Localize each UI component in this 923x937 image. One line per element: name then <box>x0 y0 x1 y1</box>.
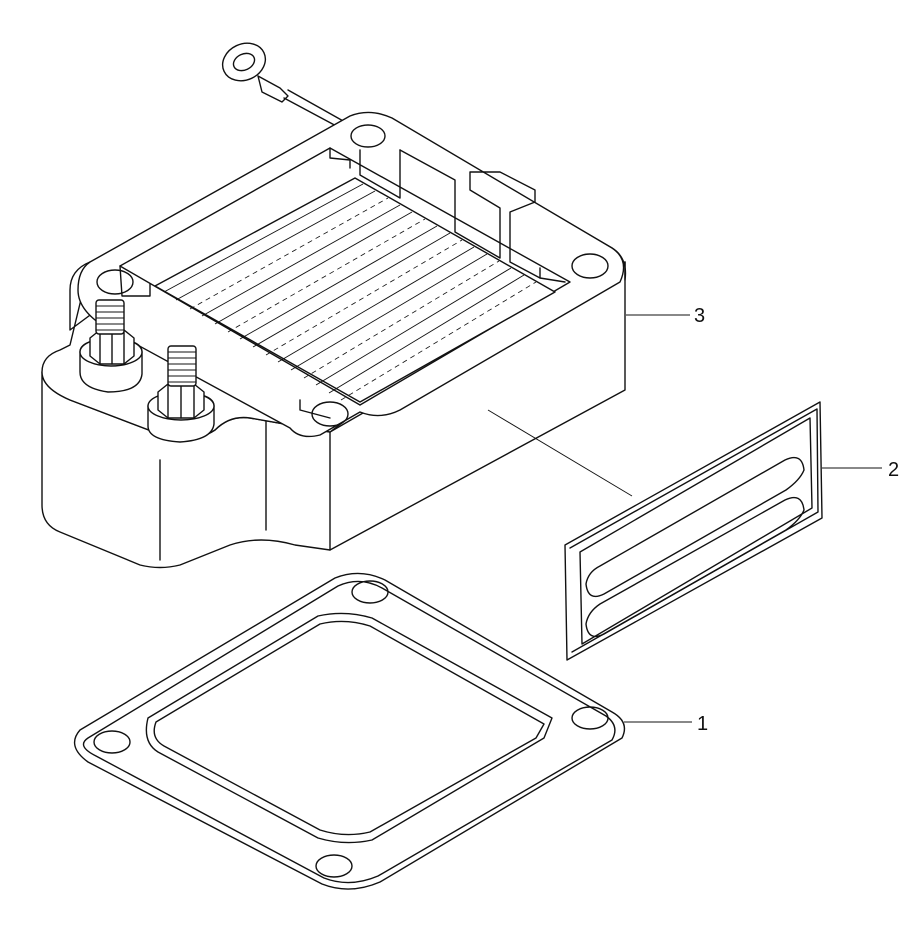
gasket-hole <box>571 706 609 730</box>
callout-1: 1 <box>624 713 708 735</box>
terminal-stud <box>147 345 215 443</box>
element-gasket <box>564 401 823 661</box>
heater-housing <box>41 42 627 569</box>
gasket <box>73 572 626 890</box>
gasket-hole <box>93 730 131 754</box>
gasket-hole <box>351 580 389 604</box>
callout-2: 2 <box>487 409 899 497</box>
terminal-stud <box>79 299 143 393</box>
heating-element <box>154 177 556 403</box>
callout-label: 2 <box>888 459 899 481</box>
callout-label: 3 <box>694 305 705 327</box>
mount-hole <box>96 269 134 295</box>
gasket-hole <box>315 854 353 878</box>
mount-hole <box>311 401 349 427</box>
element-ribs <box>163 183 537 401</box>
mount-hole <box>350 124 386 148</box>
mount-hole <box>571 253 609 279</box>
callout-3: 3 <box>626 305 705 327</box>
ground-wire <box>221 42 346 129</box>
callout-label: 1 <box>697 713 708 735</box>
